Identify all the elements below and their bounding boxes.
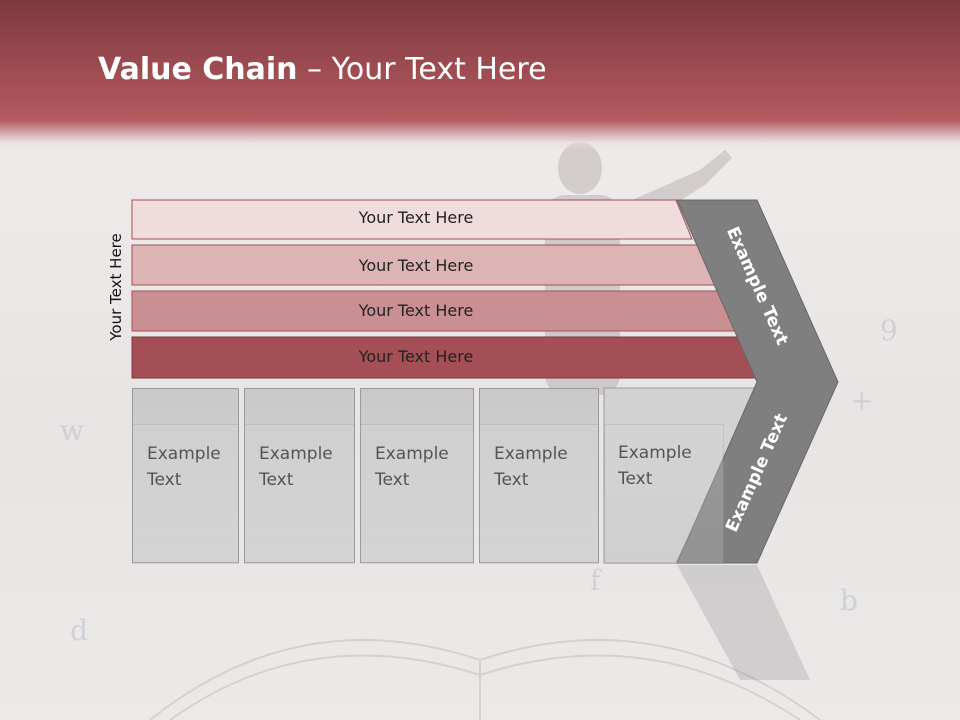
band-4-label: Your Text Here	[358, 347, 474, 366]
box-4-line1: Example	[494, 444, 568, 464]
band-2-label: Your Text Here	[358, 256, 474, 275]
band-1	[131, 199, 693, 240]
box-3-line1: Example	[375, 444, 449, 464]
box-5-line1: Example	[618, 443, 692, 463]
box-4-reflection	[479, 424, 599, 564]
svg-text:+: +	[850, 384, 873, 417]
header-bar	[0, 0, 960, 150]
box-4-line2: Text	[494, 470, 529, 490]
title-bold: Value Chain	[98, 52, 298, 87]
title-rest: – Your Text Here	[297, 52, 547, 87]
box-5-shape	[603, 387, 761, 564]
box-2-line2: Text	[259, 470, 294, 490]
page-title: Value Chain – Your Text Here	[98, 52, 547, 87]
band-3-label: Your Text Here	[358, 301, 474, 320]
box-5-line2: Text	[618, 469, 653, 489]
box-3-reflection	[360, 424, 474, 564]
chevron-arrow	[676, 199, 839, 564]
box-1-line1: Example	[147, 444, 221, 464]
band-1-label: Your Text Here	[358, 208, 474, 227]
box-1-reflection	[132, 424, 239, 564]
box-2-line1: Example	[259, 444, 333, 464]
box-2-reflection	[244, 424, 355, 564]
chevron-reflection	[677, 565, 810, 680]
svg-text:b: b	[840, 584, 858, 617]
svg-text:w: w	[60, 414, 84, 447]
svg-text:9: 9	[880, 314, 898, 347]
box-3-line2: Text	[375, 470, 410, 490]
box-5-reflection	[604, 424, 724, 564]
svg-text:d: d	[70, 614, 88, 647]
box-1-line2: Text	[147, 470, 182, 490]
svg-text:f: f	[590, 564, 603, 597]
